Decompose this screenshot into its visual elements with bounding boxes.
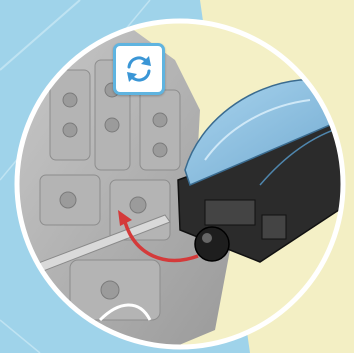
black-ball-joint <box>195 227 229 261</box>
rotate-badge <box>113 43 165 95</box>
rotate-icon <box>122 52 156 86</box>
